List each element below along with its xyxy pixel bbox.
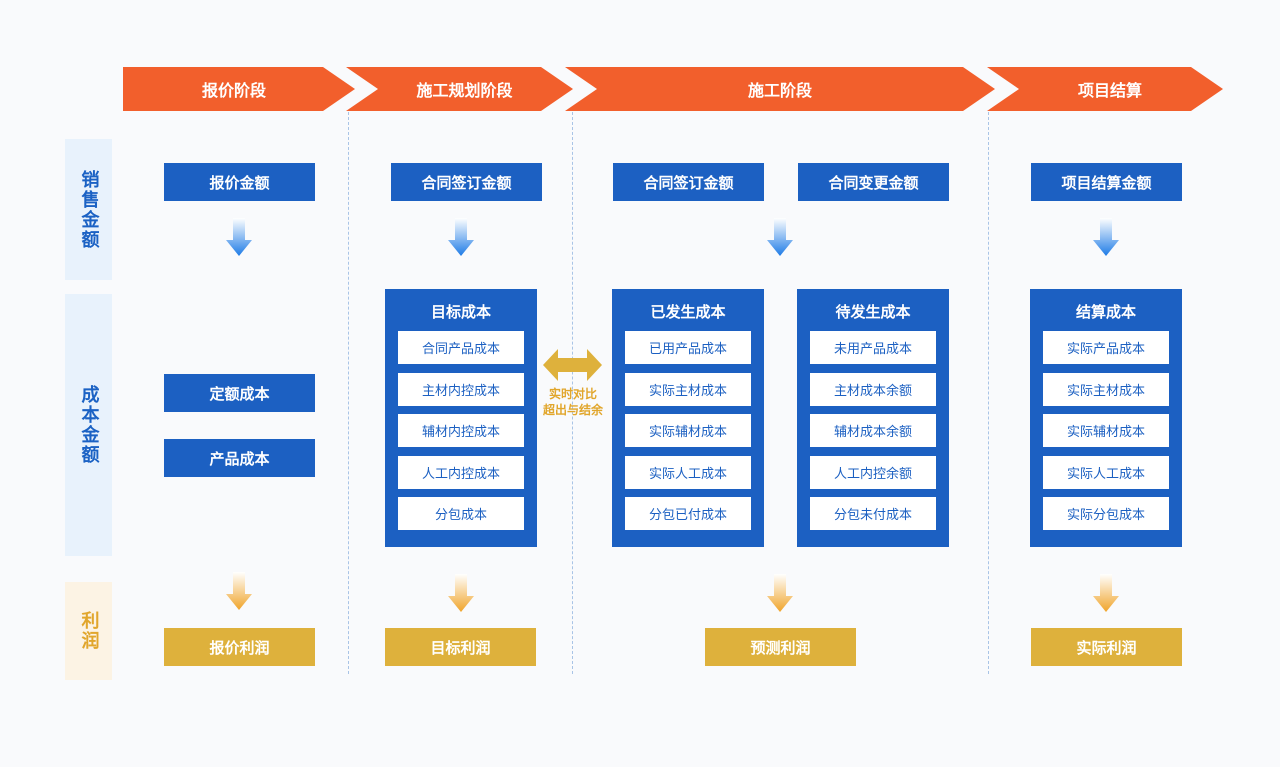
stage-settlement: 项目结算 [987, 67, 1223, 111]
panel-item: 实际主材成本 [1043, 372, 1169, 406]
stage-construction: 施工阶段 [565, 67, 995, 111]
divider-1 [348, 112, 349, 674]
panel-item: 合同产品成本 [398, 331, 524, 364]
panel-item: 人工内控成本 [398, 455, 524, 489]
profit-box-quote: 报价利润 [164, 628, 315, 666]
panel-item: 实际分包成本 [1043, 497, 1169, 530]
panel-item: 未用产品成本 [810, 331, 936, 364]
stage-planning: 施工规划阶段 [346, 67, 573, 111]
panel-title: 结算成本 [1075, 303, 1136, 321]
panel-item: 实际辅材成本 [625, 414, 751, 447]
compare-line-1: 实时对比 [548, 387, 597, 401]
profit-box-actual: 实际利润 [1031, 628, 1182, 666]
panel-item: 分包已付成本 [625, 497, 751, 530]
row-label-cost: 成本金额 [65, 294, 112, 556]
row-label-sales: 销售金额 [65, 139, 112, 280]
arrow-down-icon [767, 574, 793, 612]
panel-item: 主材成本余额 [810, 372, 936, 406]
panel-target-cost: 目标成本 合同产品成本 主材内控成本 辅材内控成本 人工内控成本 分包成本 [385, 289, 537, 547]
sales-box-contract: 合同签订金额 [391, 163, 542, 201]
panel-item: 实际人工成本 [625, 455, 751, 489]
arrow-down-icon [1093, 218, 1119, 256]
sales-box-quote: 报价金额 [164, 163, 315, 201]
panel-title: 待发生成本 [835, 303, 911, 321]
panel-item: 辅材内控成本 [398, 414, 524, 447]
cost-box-quota: 定额成本 [164, 374, 315, 412]
divider-3 [988, 112, 989, 674]
panel-item: 分包未付成本 [810, 497, 936, 530]
panel-item: 主材内控成本 [398, 372, 524, 406]
arrow-down-icon [226, 572, 252, 610]
compare-label: 实时对比 超出与结余 [532, 386, 614, 418]
panel-item: 已用产品成本 [625, 331, 751, 364]
sales-box-settlement: 项目结算金额 [1031, 163, 1182, 201]
arrow-down-icon [1093, 574, 1119, 612]
panel-item: 辅材成本余额 [810, 414, 936, 447]
arrow-down-icon [226, 218, 252, 256]
panel-item: 实际产品成本 [1043, 331, 1169, 364]
panel-title: 目标成本 [430, 303, 491, 321]
profit-box-target: 目标利润 [385, 628, 536, 666]
panel-item: 人工内控余额 [810, 455, 936, 489]
cost-box-product: 产品成本 [164, 439, 315, 477]
panel-item: 实际主材成本 [625, 372, 751, 406]
panel-pending-cost: 待发生成本 未用产品成本 主材成本余额 辅材成本余额 人工内控余额 分包未付成本 [797, 289, 949, 547]
panel-item: 实际人工成本 [1043, 455, 1169, 489]
sales-box-contract-signed: 合同签订金额 [613, 163, 764, 201]
arrow-down-icon [448, 574, 474, 612]
panel-incurred-cost: 已发生成本 已用产品成本 实际主材成本 实际辅材成本 实际人工成本 分包已付成本 [612, 289, 764, 547]
panel-item: 分包成本 [398, 497, 524, 530]
divider-2 [572, 112, 573, 674]
stage-quote: 报价阶段 [123, 67, 355, 111]
panel-title: 已发生成本 [650, 303, 726, 321]
profit-box-forecast: 预测利润 [705, 628, 856, 666]
sales-box-contract-change: 合同变更金额 [798, 163, 949, 201]
row-label-profit: 利润 [65, 582, 112, 680]
arrow-down-icon [767, 218, 793, 256]
arrow-down-icon [448, 218, 474, 256]
panel-settlement-cost: 结算成本 实际产品成本 实际主材成本 实际辅材成本 实际人工成本 实际分包成本 [1030, 289, 1182, 547]
compare-line-2: 超出与结余 [542, 403, 603, 417]
panel-item: 实际辅材成本 [1043, 414, 1169, 447]
double-arrow-icon [543, 349, 602, 381]
